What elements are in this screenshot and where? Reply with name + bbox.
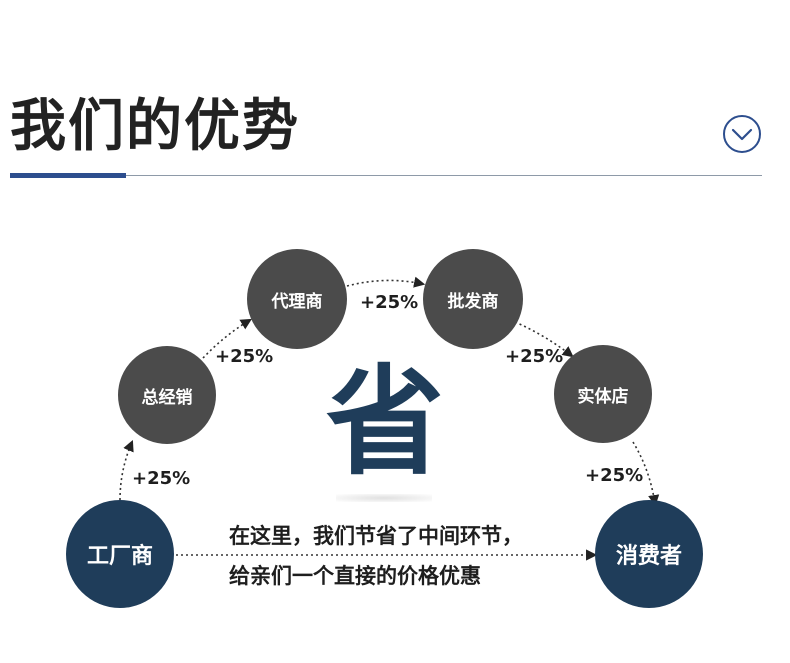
node-general-distributor: 总经销: [118, 346, 216, 444]
chevron-down-circle-icon[interactable]: [722, 114, 762, 154]
title-accent-bar: [10, 173, 126, 178]
markup-label: +25%: [585, 465, 644, 486]
connector-agent-to-wholesaler: [346, 276, 426, 288]
node-retail-store: 实体店: [554, 345, 652, 443]
node-consumer: 消费者: [595, 500, 703, 608]
markup-label: +25%: [215, 346, 274, 367]
description-line: 在这里，我们节省了中间环节，: [229, 524, 523, 548]
connector-retail-to-consumer: [632, 441, 660, 507]
connector-general-to-agent: [202, 318, 252, 359]
page-title: 我们的优势: [10, 94, 300, 159]
connector-factory-to-general: [119, 439, 134, 501]
markup-label: +25%: [360, 292, 419, 313]
markup-label: +25%: [505, 346, 564, 367]
node-agent: 代理商: [247, 249, 347, 349]
save-character: 省: [325, 353, 444, 491]
markup-label: +25%: [132, 468, 191, 489]
node-wholesaler: 批发商: [423, 249, 523, 349]
title-divider: [10, 175, 762, 176]
connector-wholesaler-to-retail: [514, 321, 574, 358]
node-factory: 工厂商: [66, 500, 174, 608]
save-character-shadow: [336, 494, 432, 502]
description-line: 给亲们一个直接的价格优惠: [229, 564, 481, 588]
